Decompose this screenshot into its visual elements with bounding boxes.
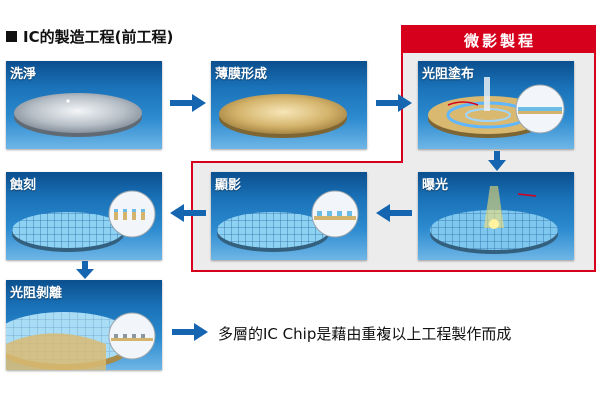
- lithography-label: 微影製程: [463, 31, 536, 50]
- title-square-icon: [6, 31, 17, 42]
- footer-note: 多層的IC Chip是藉由重複以上工程製作而成: [218, 325, 512, 343]
- step-etching: 蝕刻: [6, 172, 162, 260]
- step-label: 光阻剝離: [10, 286, 63, 301]
- arrow-right-icon: [376, 94, 412, 112]
- step-development: 顯影: [211, 172, 367, 260]
- step-thin-film: 薄膜形成: [211, 61, 367, 149]
- page-title-text: IC的製造工程(前工程): [23, 28, 174, 46]
- step-label: 曝光: [422, 178, 449, 193]
- arrow-down-icon: [76, 261, 94, 279]
- step-label: 顯影: [215, 178, 242, 193]
- arrow-down-icon: [488, 151, 506, 171]
- step-label: 光阻塗布: [422, 67, 475, 82]
- arrow-right-icon: [172, 323, 208, 341]
- arrow-left-icon: [170, 204, 206, 222]
- step-label: 蝕刻: [10, 178, 37, 193]
- arrow-right-icon: [170, 94, 206, 112]
- arrow-left-icon: [376, 204, 412, 222]
- step-label: 洗淨: [10, 67, 37, 82]
- step-exposure: 曝光: [418, 172, 574, 260]
- step-label: 薄膜形成: [215, 67, 268, 82]
- step-resist-coating: 光阻塗布: [418, 61, 574, 149]
- step-cleaning: 洗淨: [6, 61, 162, 149]
- page-title: IC的製造工程(前工程): [6, 26, 173, 47]
- step-resist-stripping: 光阻剝離: [6, 280, 162, 370]
